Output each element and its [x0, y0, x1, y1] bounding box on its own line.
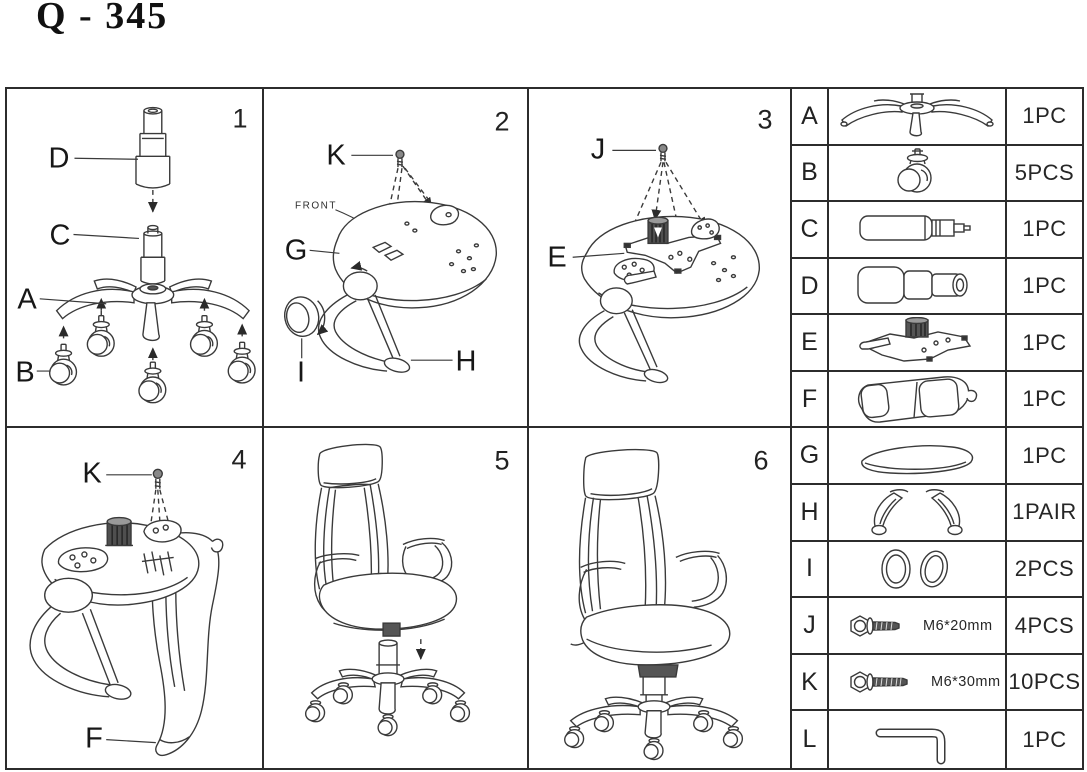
page-title: Q - 345: [36, 0, 169, 37]
part-letter: G: [792, 428, 829, 484]
telescopic-cover-icon: [857, 266, 968, 304]
table-row-H: H 1PAIR: [792, 485, 1082, 542]
part-letter: K: [792, 654, 829, 710]
step-2-drawing: [284, 149, 497, 373]
allen-key-icon: [875, 728, 946, 765]
part-quantity: 10PCS: [1008, 669, 1081, 695]
assembly-step-panel-6: 6: [529, 428, 792, 768]
table-row-I: I 2PCS: [792, 541, 1082, 599]
part-quantity: 5PCS: [1014, 159, 1075, 185]
part-callout-B: B: [15, 356, 35, 389]
part-callout-E: E: [547, 241, 567, 274]
table-row-L: L 1PC: [792, 711, 1082, 768]
assembly-step-panel-3: 3 J E: [529, 89, 792, 429]
gas-lift-icon: [859, 215, 971, 242]
part-quantity: 1PC: [1022, 329, 1067, 355]
assembly-step-panel-4: 4 K F: [7, 428, 264, 768]
tilt-mechanism-icon: [859, 316, 972, 362]
part-letter: B: [792, 145, 829, 201]
part-callout-A: A: [17, 283, 37, 316]
assembly-step-panel-2: 2 K G I H FRONT: [264, 89, 529, 429]
part-quantity: 4PCS: [1014, 612, 1075, 638]
part-quantity: 1PC: [1022, 216, 1067, 242]
caster-icon: [897, 148, 932, 193]
part-letter: L: [792, 711, 829, 768]
step-number: 5: [494, 445, 510, 476]
table-row-F: F 1PC: [792, 371, 1082, 429]
part-letter: A: [792, 89, 829, 144]
part-callout-H: H: [455, 345, 477, 378]
step-number: 2: [494, 106, 510, 137]
table-row-J: J M6*20mm 4PCS: [792, 598, 1082, 655]
front-label: FRONT: [295, 200, 337, 212]
step-number: 3: [757, 104, 773, 135]
ring-covers-icon: [881, 549, 949, 589]
table-row-K: K M6*30mm 10PCS: [792, 654, 1082, 712]
table-row-B: B 5PCS: [792, 145, 1082, 203]
part-letter: D: [792, 258, 829, 314]
part-callout-J: J: [590, 133, 606, 166]
diagram-grid: 1 D C A B: [5, 87, 1084, 770]
step-number: 6: [753, 445, 769, 476]
bolt-icon: [850, 614, 900, 637]
star-base-icon: [840, 93, 994, 137]
part-quantity: 1PAIR: [1012, 499, 1077, 525]
part-callout-K: K: [326, 139, 346, 172]
step-number: 4: [231, 444, 247, 475]
assembly-step-panel-1: 1 D C A B: [7, 89, 264, 429]
part-quantity: 1PC: [1022, 726, 1067, 752]
step-4-drawing: [29, 469, 224, 757]
bolt-spec: M6*20mm: [923, 617, 993, 634]
step-1-drawing: [36, 106, 256, 404]
part-quantity: 1PC: [1022, 386, 1067, 412]
table-row-A: A 1PC: [792, 89, 1082, 146]
part-letter: C: [792, 202, 829, 257]
part-letter: I: [792, 541, 829, 597]
step-6-drawing: [564, 449, 744, 761]
part-letter: F: [792, 371, 829, 427]
part-callout-G: G: [284, 234, 308, 267]
backrest-icon: [857, 376, 978, 423]
step-number: 1: [232, 103, 248, 134]
part-letter: H: [792, 485, 829, 540]
armrest-pair-icon: [871, 489, 963, 536]
seat-cushion-icon: [861, 444, 974, 474]
part-callout-K: K: [82, 457, 102, 490]
part-quantity: 1PC: [1022, 103, 1067, 129]
part-callout-D: D: [48, 142, 70, 175]
table-row-E: E 1PC: [792, 315, 1082, 372]
part-callout-F: F: [85, 722, 103, 755]
table-row-G: G 1PC: [792, 428, 1082, 486]
part-letter: E: [792, 315, 829, 370]
step-3-drawing: [572, 143, 760, 384]
table-row-C: C 1PC: [792, 202, 1082, 259]
part-quantity: 1PC: [1022, 273, 1067, 299]
table-row-D: D 1PC: [792, 258, 1082, 316]
part-callout-I: I: [296, 356, 306, 389]
bolt-spec: M6*30mm: [931, 674, 1001, 691]
bolt-icon: [850, 671, 908, 693]
part-letter: J: [792, 598, 829, 653]
part-quantity: 1PC: [1022, 442, 1067, 468]
step-5-drawing: [304, 444, 471, 737]
part-quantity: 2PCS: [1014, 555, 1075, 581]
part-callout-C: C: [49, 219, 71, 252]
assembly-step-panel-5: 5: [264, 428, 529, 768]
